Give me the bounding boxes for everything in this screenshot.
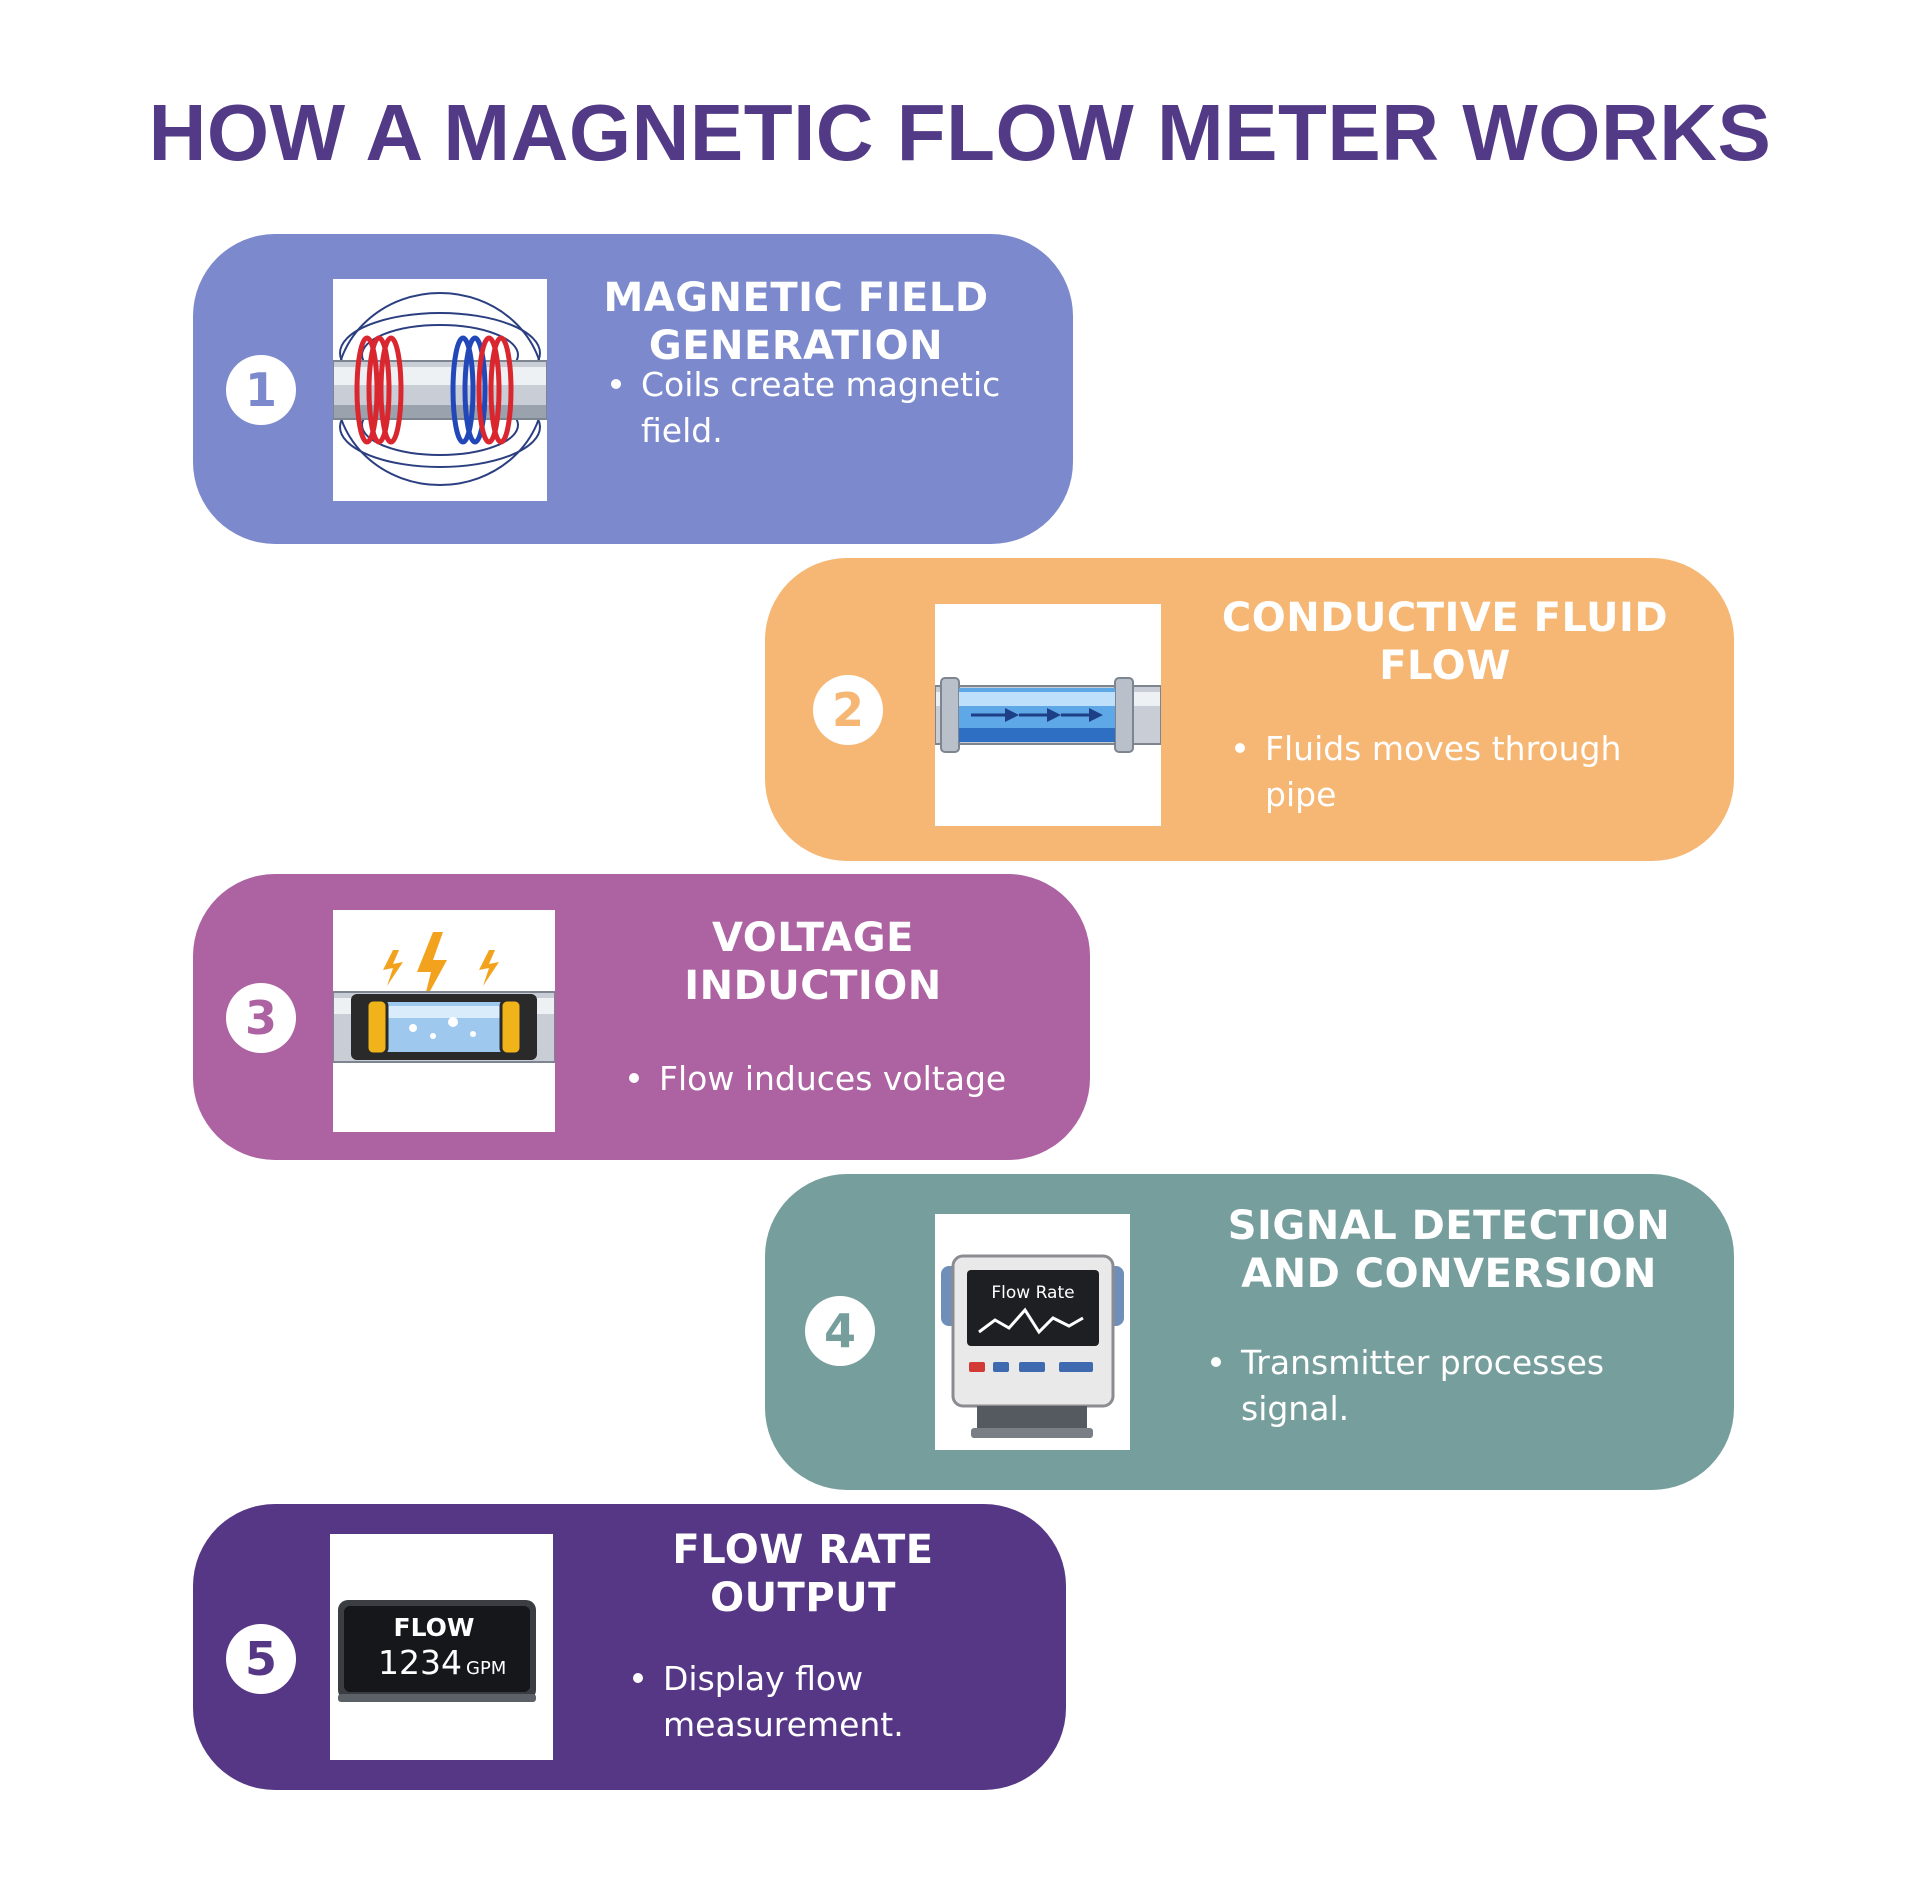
pipe-with-coils-magnetic-field-icon	[333, 279, 547, 501]
step-number-badge: 3	[226, 983, 296, 1053]
bullet-dot	[1235, 743, 1245, 753]
bullet-text: Coils create magnetic field.	[641, 365, 1001, 450]
step-heading: FLOW RATE OUTPUT	[672, 1527, 934, 1621]
transmitter-screen-label: Flow Rate	[991, 1283, 1074, 1303]
bullet-text: Fluids moves through pipe	[1265, 729, 1622, 814]
bullet-dot	[633, 1673, 643, 1683]
display-unit: GPM	[466, 1658, 506, 1679]
bullet-dot	[1211, 1357, 1221, 1367]
display-value: 1234	[378, 1643, 462, 1682]
step-heading: SIGNAL DETECTION AND CONVERSION	[1227, 1203, 1671, 1297]
step-number-badge: 5	[226, 1624, 296, 1694]
step-card-3: 3 VOLTAGE INDUCTION Flow induces voltage	[193, 874, 1090, 1160]
bullet-text: Flow induces voltage	[659, 1059, 1007, 1098]
bullet-text: Transmitter processes signal.	[1241, 1343, 1605, 1428]
step-heading: CONDUCTIVE FLUID FLOW	[1221, 595, 1669, 689]
bullet-dot	[629, 1073, 639, 1083]
step-heading: VOLTAGE INDUCTION	[684, 915, 942, 1009]
step-card-1: 1	[193, 234, 1073, 544]
bullet-dot	[611, 379, 621, 389]
pipe-with-flowing-fluid-icon	[935, 604, 1161, 826]
bullet-text: Display flow measurement.	[663, 1659, 904, 1744]
step-card-5: 5 FLOW 1234 GPM FLOW RATE OUTPUT Display…	[193, 1504, 1066, 1790]
step-number-badge: 1	[226, 355, 296, 425]
step-number-badge: 2	[813, 675, 883, 745]
step-card-2: 2 CONDUCTIVE FLUID FLOW Fluids m	[765, 558, 1734, 861]
flow-display-icon: FLOW 1234 GPM	[330, 1534, 553, 1760]
pipe-with-lightning-bolts-icon	[333, 910, 555, 1132]
flow-transmitter-icon: Flow Rate	[935, 1214, 1130, 1450]
display-label: FLOW	[394, 1613, 475, 1642]
step-card-4: 4 Flow Rate SIGNAL DETECTION AND CONVERS…	[765, 1174, 1734, 1490]
page-title: HOW A MAGNETIC FLOW METER WORKS	[148, 88, 1772, 177]
step-heading: MAGNETIC FIELD GENERATION	[603, 275, 989, 369]
step-number-badge: 4	[805, 1296, 875, 1366]
